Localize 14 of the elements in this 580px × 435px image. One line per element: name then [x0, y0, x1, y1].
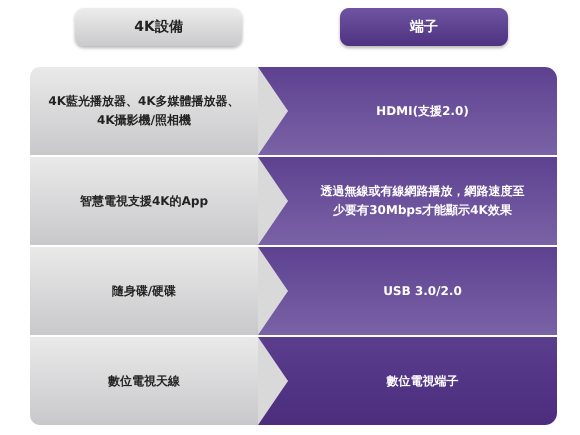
- device-cell: 4K藍光播放器、4K多媒體播放器、4K攝影機/照相機: [30, 67, 258, 155]
- interface-cell: USB 3.0/2.0: [288, 247, 557, 335]
- chevron-arrow: [258, 157, 288, 245]
- chevron-arrow: [258, 67, 288, 155]
- column-header: 端子: [340, 8, 508, 46]
- interface-cell: 透過無線或有線網路播放，網路速度至少要有30Mbps才能顯示4K效果: [288, 157, 557, 245]
- device-cell: 智慧電視支援4K的App: [30, 157, 258, 245]
- chevron-arrow: [258, 337, 288, 425]
- chevron-arrow: [258, 247, 288, 335]
- device-cell: 數位電視天線: [30, 337, 258, 425]
- device-cell: 隨身碟/硬碟: [30, 247, 258, 335]
- interface-cell: HDMI(支援2.0): [288, 67, 557, 155]
- interface-cell: 數位電視端子: [288, 337, 557, 425]
- column-header: 4K設備: [75, 8, 242, 46]
